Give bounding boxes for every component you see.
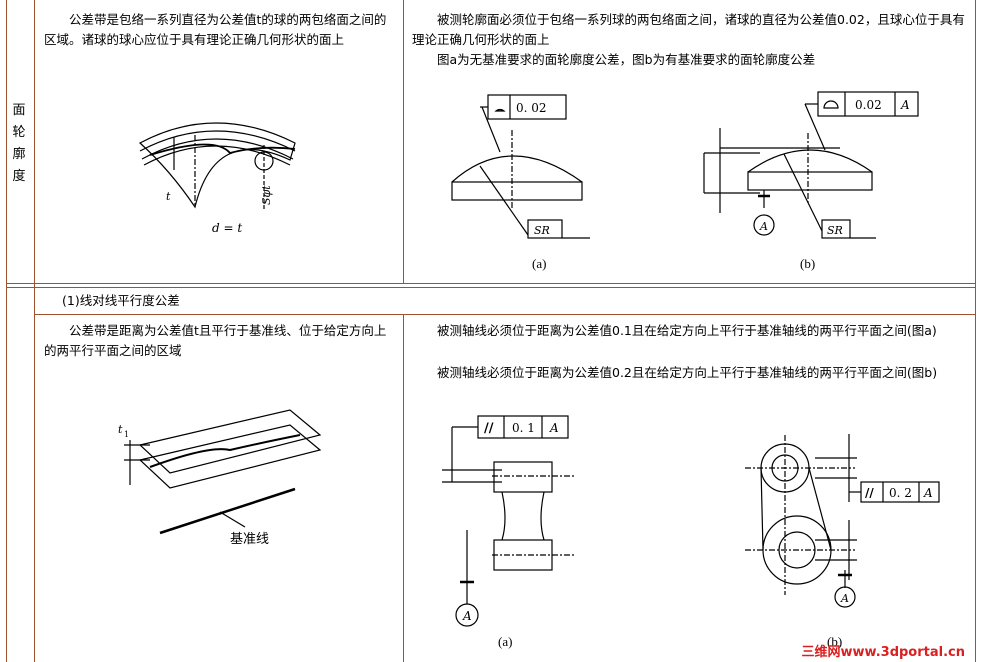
surface-profile-zone-diagram: t Sφt d = t [138, 122, 296, 235]
profile-fig-a: 0. 02 SR (a) [451, 94, 590, 271]
parallel-symbol-b: // [865, 486, 874, 500]
row1-left-description: 公差带是包络一系列直径为公差值t的球的两包络面之间的区域。诸球的球心应位于具有理… [44, 12, 387, 47]
sr-label-a: SR [534, 224, 550, 237]
t-label: t [166, 190, 171, 203]
t1-label: t [118, 423, 123, 436]
sr-label-b: SR [827, 224, 843, 237]
parallelism-fig-a: // 0. 1 A A (a) [442, 415, 574, 649]
caption-2b: (b) [827, 634, 842, 649]
datum-letter-2b: A [923, 486, 933, 500]
row2-right-description-1: 被测轴线必须位于距离为公差值0.1且在给定方向上平行于基准轴线的两平行平面之间(… [412, 323, 937, 338]
caption-b: (b) [800, 256, 815, 271]
datum-letter-b: A [900, 98, 910, 112]
parallelism-fig-b: // 0. 2 A A (b) [745, 434, 940, 649]
t1-sub: 1 [124, 430, 129, 439]
tol-value-a: 0. 02 [516, 101, 547, 115]
row2-left-description: 公差带是距离为公差值t且平行于基准线、位于给定方向上的两平行平面之间的区域 [44, 323, 387, 358]
sphi-label: Sφt [260, 185, 273, 205]
watermark: 三维网www.3dportal.cn [801, 645, 965, 660]
profile-fig-b: 0.02 A SR A (b) [703, 91, 919, 271]
datum-circle-2a: A [462, 609, 472, 623]
caption-a: (a) [532, 256, 546, 271]
caption-2a: (a) [498, 634, 512, 649]
row1-right-description-2: 图a为无基准要求的面轮廓度公差，图b为有基准要求的面轮廓度公差 [412, 52, 816, 67]
parallel-symbol-a: // [484, 421, 494, 436]
tol-value-b: 0.02 [855, 98, 882, 112]
tol-value-2b: 0. 2 [889, 486, 912, 500]
row1-right-description-1: 被测轮廓面必须位于包络一系列球的两包络面之间，诸球的直径为公差值0.02，且球心… [412, 12, 965, 47]
datum-circle-b: A [759, 220, 768, 233]
baseline-label: 基准线 [230, 532, 269, 547]
tol-value-2a: 0. 1 [512, 421, 535, 435]
row-label-surface-profile: 面 轮 廓 度 [12, 103, 26, 184]
parallelism-zone-diagram: t 1 基准线 [118, 409, 322, 547]
d-equals-t-label: d = t [212, 221, 242, 235]
datum-letter-2a: A [549, 421, 559, 435]
row2-right-description-2: 被测轴线必须位于距离为公差值0.2且在给定方向上平行于基准轴线的两平行平面之间(… [412, 365, 938, 380]
datum-circle-2b: A [840, 592, 849, 605]
row2-heading: (1)线对线平行度公差 [62, 293, 180, 308]
